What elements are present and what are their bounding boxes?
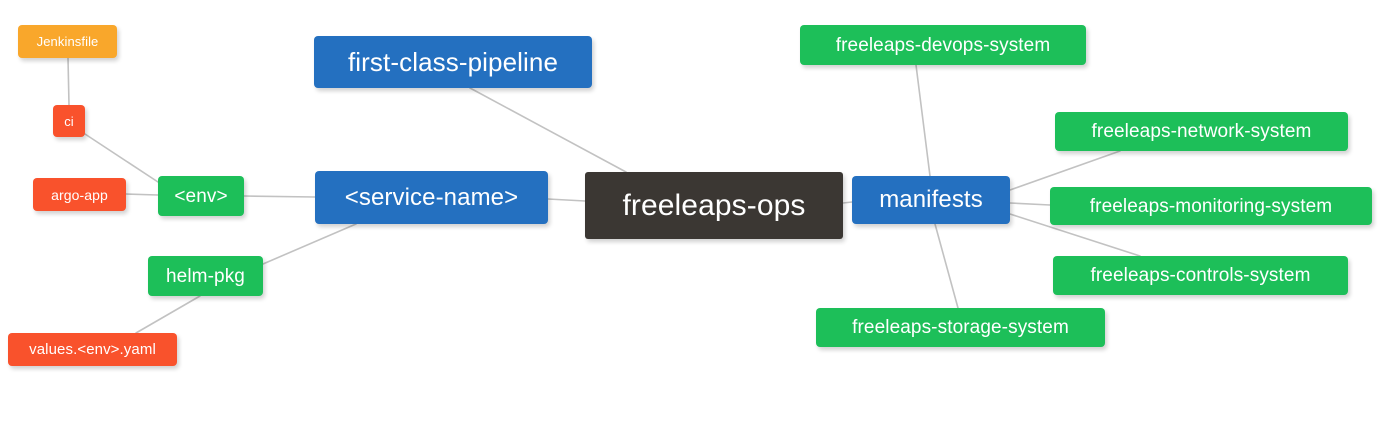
node-label-manifests: manifests bbox=[879, 186, 983, 213]
node-label-values-yaml: values.<env>.yaml bbox=[29, 341, 156, 358]
node-label-argo-app: argo-app bbox=[51, 186, 108, 203]
node-controls-system[interactable]: freeleaps-controls-system bbox=[1053, 256, 1348, 295]
node-manifests[interactable]: manifests bbox=[852, 176, 1010, 224]
edge-manifests-to-storage-system bbox=[934, 223, 959, 309]
node-argo-app[interactable]: argo-app bbox=[33, 178, 126, 211]
edge-manifests-to-devops-system bbox=[915, 64, 931, 177]
edge-service-name-to-freeleaps-ops bbox=[547, 198, 586, 202]
node-storage-system[interactable]: freeleaps-storage-system bbox=[816, 308, 1105, 347]
edge-freeleaps-ops-to-manifests bbox=[842, 201, 853, 204]
edge-argo-app-to-env bbox=[125, 193, 159, 196]
node-helm-pkg[interactable]: helm-pkg bbox=[148, 256, 263, 296]
node-label-helm-pkg: helm-pkg bbox=[166, 265, 245, 287]
node-label-storage-system: freeleaps-storage-system bbox=[852, 317, 1069, 338]
edge-env-to-service-name bbox=[243, 195, 316, 198]
edge-values-yaml-to-helm-pkg bbox=[135, 295, 201, 334]
node-label-env: <env> bbox=[174, 185, 228, 207]
edge-first-class-pipeline-to-freeleaps-ops bbox=[469, 87, 627, 173]
node-ci[interactable]: ci bbox=[53, 105, 85, 137]
node-label-ci: ci bbox=[64, 113, 74, 129]
node-label-freeleaps-ops: freeleaps-ops bbox=[622, 188, 806, 222]
node-service-name[interactable]: <service-name> bbox=[315, 171, 548, 224]
node-values-yaml[interactable]: values.<env>.yaml bbox=[8, 333, 177, 366]
node-first-class-pipeline[interactable]: first-class-pipeline bbox=[314, 36, 592, 88]
edge-ci-to-env bbox=[84, 133, 159, 183]
node-label-network-system: freeleaps-network-system bbox=[1091, 121, 1312, 142]
node-freeleaps-ops[interactable]: freeleaps-ops bbox=[585, 172, 843, 239]
edge-manifests-to-network-system bbox=[1009, 150, 1121, 191]
edge-jenkinsfile-to-ci bbox=[67, 57, 70, 106]
edge-helm-pkg-to-service-name bbox=[262, 223, 357, 265]
node-label-service-name: <service-name> bbox=[344, 183, 519, 211]
node-label-first-class-pipeline: first-class-pipeline bbox=[347, 47, 559, 77]
node-label-controls-system: freeleaps-controls-system bbox=[1090, 265, 1311, 286]
node-label-jenkinsfile: Jenkinsfile bbox=[36, 34, 99, 49]
node-label-devops-system: freeleaps-devops-system bbox=[835, 34, 1051, 56]
node-monitoring-system[interactable]: freeleaps-monitoring-system bbox=[1050, 187, 1372, 225]
edge-manifests-to-monitoring-system bbox=[1009, 202, 1051, 206]
node-env[interactable]: <env> bbox=[158, 176, 244, 216]
node-label-monitoring-system: freeleaps-monitoring-system bbox=[1089, 195, 1333, 217]
node-devops-system[interactable]: freeleaps-devops-system bbox=[800, 25, 1086, 65]
node-jenkinsfile[interactable]: Jenkinsfile bbox=[18, 25, 117, 58]
node-network-system[interactable]: freeleaps-network-system bbox=[1055, 112, 1348, 151]
